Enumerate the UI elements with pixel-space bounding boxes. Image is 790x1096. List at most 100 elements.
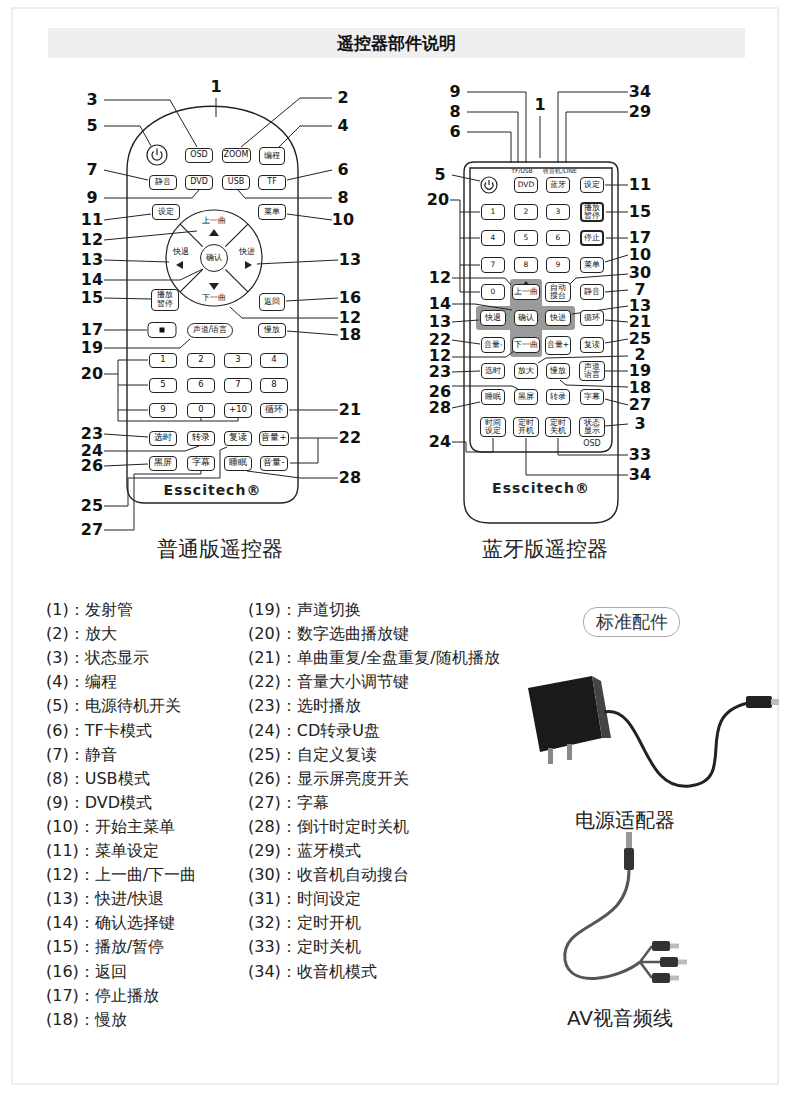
button-label: 转录 [192,433,210,442]
remote-button: 快退 [170,247,192,258]
leader-line [605,185,628,186]
button-label: ZOOM [224,151,249,160]
dpad-ring [180,224,203,247]
button-label: 慢放 [264,326,280,335]
callout-number: 15 [81,290,103,306]
button-label: 2 [524,208,529,216]
legend-item: (19)：声道切换 [248,600,361,619]
button-label: 选时 [154,433,172,442]
remote-button: 复读 [580,337,604,353]
remote-button: 下一曲 [197,293,231,304]
power-adapter [604,703,748,786]
button-label: DVD [518,181,535,189]
leader-line [104,260,169,262]
leader-line [118,360,148,361]
legend-item: (11)：菜单设定 [46,841,159,860]
button-label: 音量+ [261,433,286,442]
remote-button: 字幕 [187,456,215,471]
leader-line [605,424,628,426]
legend-item: (6)：TF卡模式 [46,721,152,740]
legend-item: (24)：CD转录U盘 [248,721,380,740]
leader-line [287,331,338,335]
remote-button: DVD [185,175,213,190]
remote-button: 字幕 [580,389,604,405]
callout-number: 19 [81,340,103,356]
remote-body: Esscitech®OSDZOOM编程静音DVDUSBTF设定菜单上一曲快退确认… [125,100,300,505]
stop-button [148,323,176,338]
button-label: 下一曲 [514,341,538,349]
leader-line [104,464,148,466]
legend-item: (22)：音量大小调节键 [248,673,409,692]
legend-item: (17)：停止播放 [46,986,159,1005]
remote-button: 循环 [580,310,604,326]
button-label: 设定 [584,181,600,189]
button-label: 标准配件 [596,612,668,632]
remote-button: 音量+ [545,336,571,355]
remote-button: 6 [187,378,215,393]
button-label: 播放 暂停 [582,204,602,221]
remote-button: 6 [546,230,570,246]
callout-number: 17 [81,322,103,338]
legend-item: (5)：电源待机开关 [46,697,181,716]
legend-item: (13)：快进/快退 [46,890,164,909]
leader-line [605,320,628,322]
callout-number: 34 [629,467,651,483]
remote-button: 静音 [149,175,177,190]
remote-outline [464,162,618,523]
button-label: 停止 [584,234,600,242]
leader-line [452,320,479,322]
remote-button: 设定 [580,177,604,193]
power-adapter [548,748,553,764]
button-caption: OSD [583,440,601,448]
av-cable [670,976,679,981]
av-cable [565,832,687,983]
button-label: 静音 [155,178,171,187]
legend-item: (27)：字幕 [248,793,329,812]
button-label: +10 [229,405,247,414]
remote-button: 1 [149,353,177,368]
remote-button: 2 [187,353,215,368]
callout-number: 5 [86,118,97,134]
button-label: 播放 暂停 [152,291,178,309]
callout-number: 8 [449,104,460,120]
callout-number: 12 [429,270,451,286]
remote-button: 5 [149,378,177,393]
leader-line [104,170,148,180]
remote-body: Esscitech®DVD蓝牙设定123播放 暂停456停止789菜单0上一曲自… [462,160,620,525]
button-label: 声道/语言 [193,326,228,335]
arrow-icon [176,229,252,290]
leader-line [452,402,480,408]
callout-number: 27 [81,522,103,538]
remote-button: 选时 [481,363,505,379]
leader-line [526,438,628,475]
callout-number: 30 [629,265,651,281]
av-cable [660,957,678,967]
remote-button: 上一曲 [197,216,231,227]
legend-item: (15)：播放/暂停 [46,938,164,957]
legend-item: (7)：静音 [46,745,117,764]
remote-button: 声道 语言 [579,361,605,381]
dpad-ring [180,269,203,292]
legend-item: (33)：定时关机 [248,938,361,957]
button-label: 循环 [584,314,600,322]
power-button [152,149,162,161]
button-label: 快进 [550,314,566,322]
leader-line [289,410,338,411]
button-label: 编程 [264,152,280,161]
button-label: 上一曲 [202,217,226,226]
arrow-icon [209,283,219,290]
leader-line [605,399,628,405]
legend-item: (31)：时间设定 [248,890,361,909]
power-adapter [528,676,779,786]
callout-number: 20 [81,366,103,382]
button-label: 0 [198,405,203,414]
button-label: OSD [190,151,208,160]
power-button [147,145,167,165]
remote-button: 下一曲 [512,337,540,353]
button-label: 确认 [518,314,534,322]
dpad-ring [225,269,248,292]
button-label: 复读 [584,341,600,349]
legend-item: (25)：自定义复读 [248,745,377,764]
button-label: 确认 [206,254,222,263]
callout-number: 19 [629,363,651,379]
